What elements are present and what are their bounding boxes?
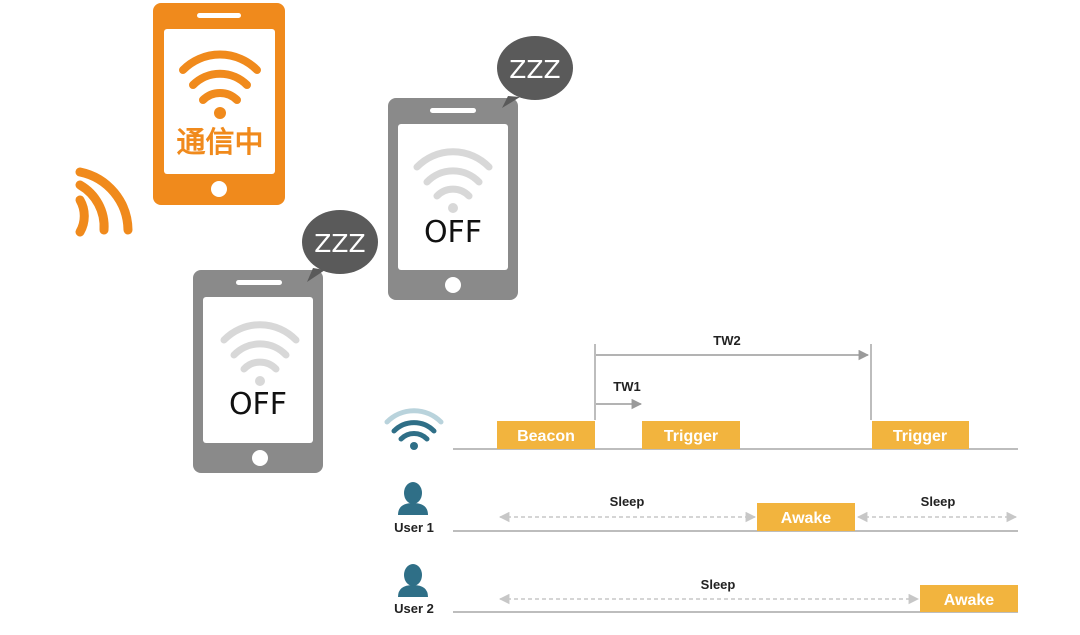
tw2-interval: TW2 [594, 333, 872, 420]
wifi-dot [214, 107, 226, 119]
tw2-label: TW2 [713, 333, 740, 348]
beacon-box: Beacon [497, 421, 595, 449]
wifi-icon [220, 321, 300, 373]
sleeping-phone-left-status: OFF [229, 387, 287, 422]
user-1-awake-label: Awake [781, 510, 832, 527]
wifi-access-point-icon [384, 408, 444, 450]
sleep-bubble-right: ZZZ [497, 36, 573, 108]
sleeping-phone-left: OFF [193, 270, 323, 473]
user-1-sleep-2-label: Sleep [921, 494, 956, 509]
trigger-box-2: Trigger [872, 421, 969, 449]
sleep-bubble-right-text: ZZZ [509, 55, 560, 84]
user-1-awake-box: Awake [757, 503, 855, 531]
user-icon [398, 564, 428, 597]
active-phone: 通信中 [153, 3, 285, 205]
trigger-box-1: Trigger [642, 421, 740, 449]
sleeping-phone-right-status: OFF [424, 215, 482, 250]
user-2-row: User 2 Sleep Awake [394, 564, 1018, 616]
tw1-interval: TW1 [596, 379, 643, 410]
wifi-icon [179, 50, 261, 104]
sleep-bubble-left-text: ZZZ [314, 229, 365, 258]
beacon-label: Beacon [517, 428, 575, 445]
trigger-1-label: Trigger [664, 428, 718, 445]
user-1-label: User 1 [394, 520, 434, 535]
sleep-bubble-left: ZZZ [302, 210, 378, 282]
user-1-row: User 1 Sleep Awake Sleep [394, 482, 1018, 535]
trigger-2-label: Trigger [893, 428, 947, 445]
active-phone-status: 通信中 [176, 125, 263, 159]
sleeping-phone-right: OFF [388, 98, 518, 300]
signal-waves-icon [75, 167, 133, 237]
tw1-label: TW1 [613, 379, 640, 394]
user-2-awake-box: Awake [920, 585, 1018, 612]
wifi-icon [413, 148, 493, 200]
user-icon [398, 482, 428, 515]
user-2-sleep-label: Sleep [701, 577, 736, 592]
user-1-sleep-1-label: Sleep [610, 494, 645, 509]
user-2-label: User 2 [394, 601, 434, 616]
user-2-awake-label: Awake [944, 592, 995, 609]
